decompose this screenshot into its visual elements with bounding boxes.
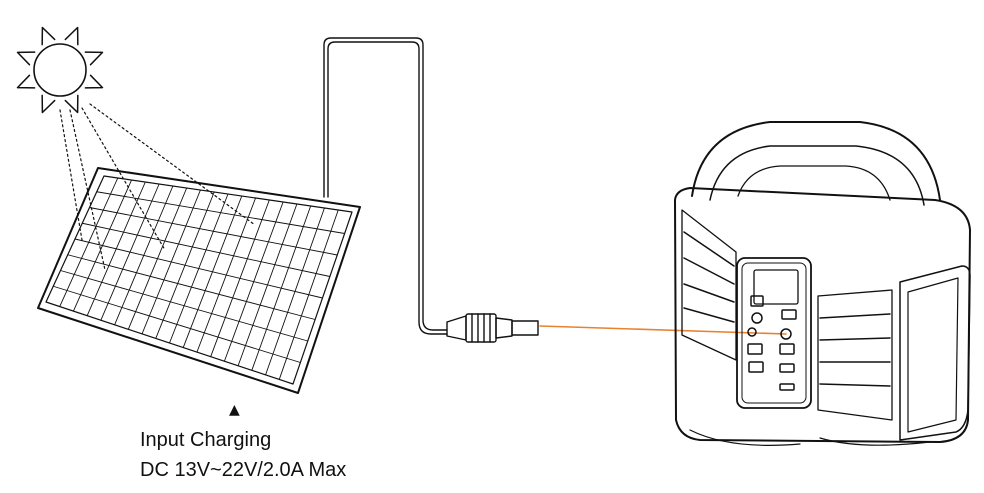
sun-spike [64, 26, 79, 46]
sun-spike [16, 74, 36, 89]
sun-icon [16, 26, 104, 114]
panel-cell-line [67, 254, 316, 320]
connection-line [539, 325, 787, 335]
panel-cell-line [81, 222, 331, 277]
dc-plug-icon [446, 313, 539, 343]
panel-cell-line [74, 238, 323, 299]
solar-panel-icon [37, 167, 361, 394]
panel-cell-line [60, 270, 309, 342]
sun-spike [84, 74, 104, 89]
panel-cell-line [89, 207, 338, 256]
panel-cell-line [96, 191, 346, 234]
panel-cell-line [52, 285, 301, 363]
sun-spike [64, 94, 79, 114]
sun-spike [41, 26, 56, 46]
caption-line-1: Input Charging [140, 429, 272, 451]
power-station-icon [674, 121, 971, 446]
sun-spike [84, 51, 104, 66]
sun-spike [41, 94, 56, 114]
sun-spike [16, 51, 36, 66]
caption-line-2: DC 13V~22V/2.0A Max [140, 459, 347, 481]
triangle-up-icon: ▲ [229, 402, 240, 418]
cable-icon [323, 37, 448, 335]
